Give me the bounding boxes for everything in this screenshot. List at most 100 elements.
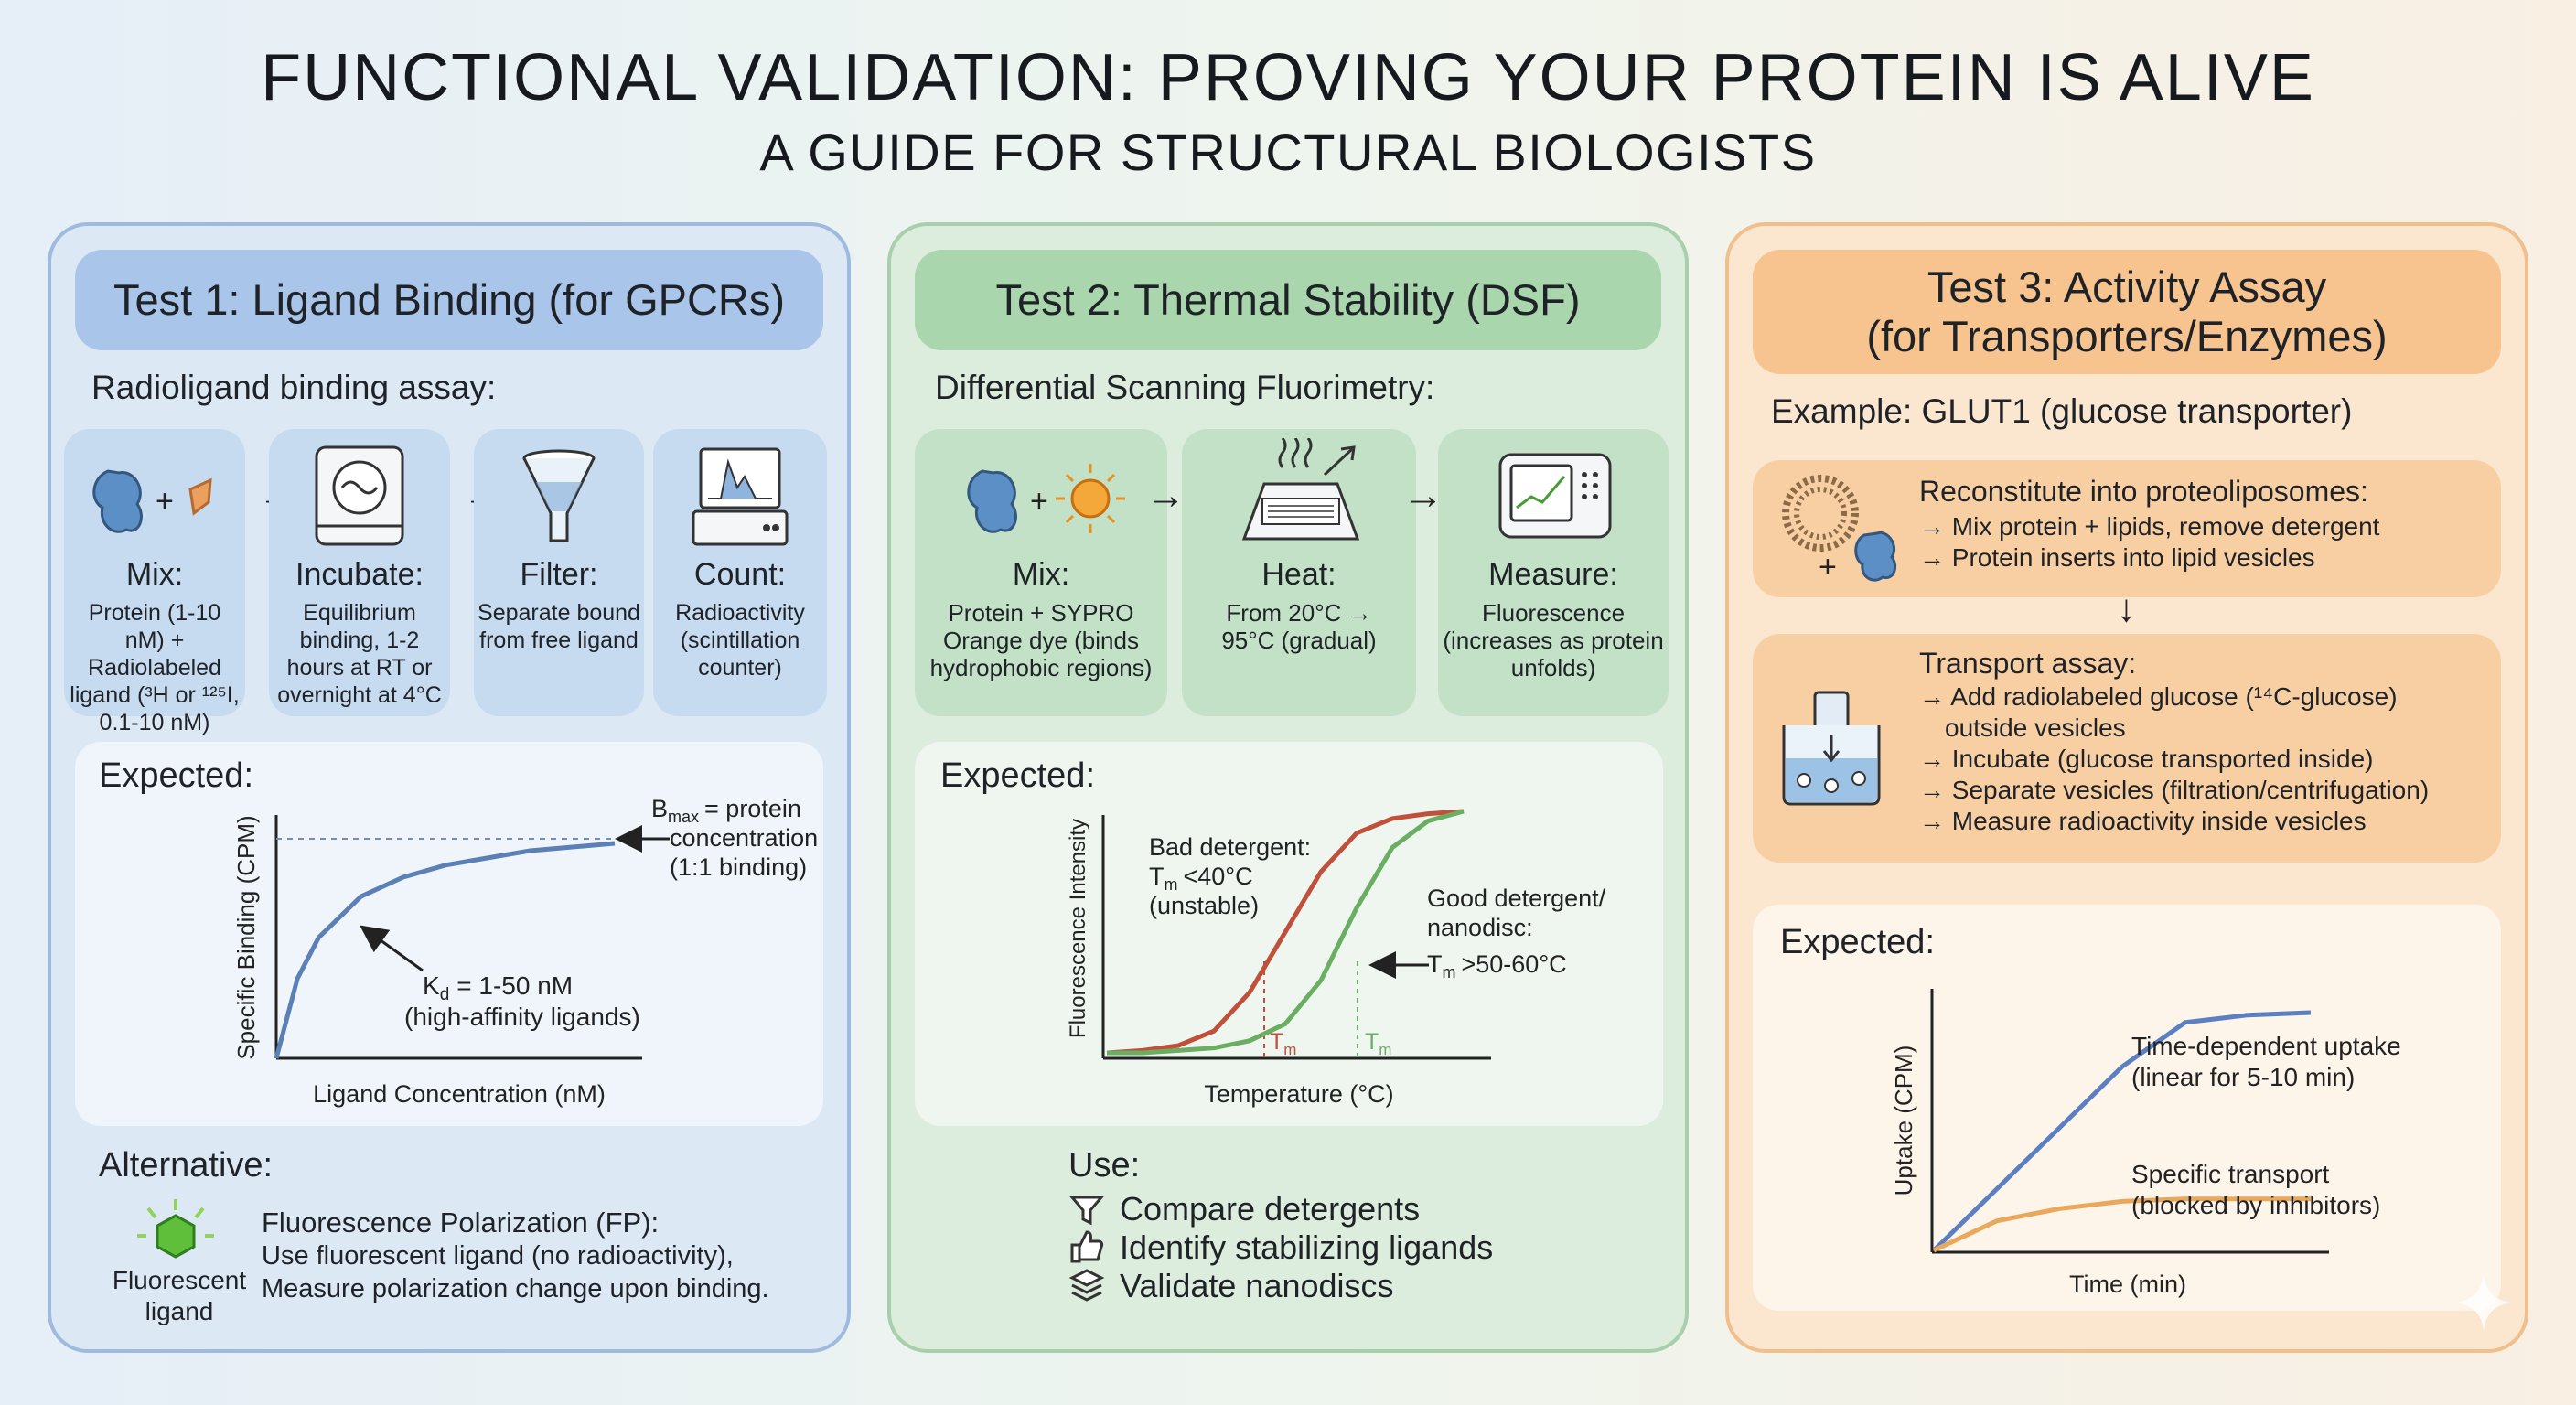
specific-transport-curve [1932, 1196, 2311, 1253]
kd-text: = 1-50 nM [456, 971, 573, 1000]
test2-title: Test 2: Thermal Stability (DSF) [915, 250, 1661, 350]
protein-dye-icon: + [967, 464, 1125, 533]
good-line2: nanodisc: [1427, 914, 1533, 941]
beaker-icon [1782, 691, 1881, 806]
good-tm-text: >50-60°C [1462, 950, 1567, 978]
bad-line3: (unstable) [1149, 892, 1259, 919]
total-line1: Time-dependent uptake [2131, 1032, 2401, 1060]
test1-lead: Radioligand binding assay: [91, 369, 497, 406]
uptake-chart: Uptake (CPM) Time (min) Time-dependent u… [1890, 989, 2401, 1298]
transport-line: → Incubate (glucose transported inside) [1919, 745, 2374, 773]
bmax-text: = protein [704, 795, 801, 822]
step-desc: Radioactivity (scintillation counter) [675, 600, 805, 681]
y-axis-label: Uptake (CPM) [1890, 1046, 1917, 1196]
reconstitute-title: Reconstitute into proteoliposomes: [1919, 475, 2368, 508]
layers-icon [1068, 1269, 1105, 1302]
proteoliposome-icon: + [1782, 475, 1897, 585]
bad-tm-symbol: T [1149, 863, 1165, 890]
transport-line: outside vesicles [1945, 713, 2126, 742]
step-desc: Equilibrium binding, 1-2 hours at RT or … [277, 600, 442, 708]
svg-text:Bmax= protein: Bmax = protein [651, 795, 801, 826]
test2-step-heat: Heat: From 20°C → 95°C (gradual) [1182, 429, 1416, 716]
protein-ligand-icon: + [92, 469, 212, 533]
use-item: Validate nanodiscs [1120, 1267, 1394, 1304]
step-desc: From 20°C → 95°C (gradual) [1221, 599, 1377, 654]
tm-bad-sub: m [1283, 1041, 1296, 1058]
funnel-icon [522, 449, 596, 542]
binding-curve [274, 841, 616, 1059]
melting-curve-chart: Fluorescence Intensity Temperature (°C) … [1066, 809, 1606, 1108]
test3-expected-box: Expected: Uptake (CPM) Time (min) Time-d… [1753, 905, 2501, 1311]
bmax-line2: concentration [670, 824, 818, 852]
thumbs-up-icon [1070, 1230, 1104, 1263]
step-label: Mix: [125, 557, 184, 592]
step-desc: Fluorescence (increases as protein unfol… [1443, 599, 1664, 681]
fp-line1: Use fluorescent ligand (no radioactivity… [262, 1241, 734, 1271]
svg-text:+: + [156, 484, 174, 519]
total-uptake-curve [1932, 1010, 2312, 1252]
step-label: Filter: [520, 557, 598, 592]
test1-expected-box: Expected: Specific Binding (CPM) Ligand … [75, 742, 823, 1126]
step-label: Mix: [1012, 557, 1070, 592]
test2-lead: Differential Scanning Fluorimetry: [935, 369, 1435, 406]
step-label: Heat: [1261, 557, 1336, 592]
good-tm-symbol: T [1427, 950, 1443, 978]
svg-text:Tm: Tm [1270, 1029, 1296, 1058]
step-desc: Separate bound from free ligand [478, 600, 640, 653]
test2-step-measure: Measure: Fluorescence (increases as prot… [1438, 429, 1669, 716]
specific-line2: (blocked by inhibitors) [2131, 1191, 2380, 1219]
x-axis-label: Temperature (°C) [1204, 1080, 1393, 1108]
fluorescent-ligand-label: Fluorescent ligand [112, 1266, 247, 1325]
tm-good-sub: m [1379, 1041, 1391, 1058]
expected-label: Expected: [940, 756, 1095, 795]
test1-step-incubate: Incubate: Equilibrium binding, 1-2 hours… [269, 429, 450, 716]
expected-label: Expected: [1780, 923, 1935, 961]
test1-title: Test 1: Ligand Binding (for GPCRs) [75, 250, 823, 350]
bmax-symbol: B [651, 795, 668, 822]
x-axis-label: Time (min) [2069, 1271, 2186, 1298]
test3-example: Example: GLUT1 (glucose transporter) [1771, 392, 2353, 430]
main-subtitle: A GUIDE FOR STRUCTURAL BIOLOGISTS [759, 123, 1817, 181]
svg-text:Kd= 1-50 nM: Kd= 1-50 nM [423, 971, 573, 1004]
down-arrow-icon: ↓ [2117, 586, 2136, 629]
transport-line: → Measure radioactivity inside vesicles [1919, 807, 2367, 835]
bmax-subscript: max [668, 808, 699, 826]
test3-title-line2: (for Transporters/Enzymes) [1866, 312, 2388, 360]
kd-symbol: K [423, 971, 440, 1000]
y-axis-label: Fluorescence Intensity [1066, 819, 1090, 1038]
plate-reader-icon [1498, 453, 1612, 539]
counter-icon [692, 447, 789, 546]
good-detergent-curve [1107, 809, 1465, 1056]
step-desc: Protein + SYPRO Orange dye (binds hydrop… [929, 599, 1153, 681]
svg-text:Tm: Tm [1365, 1029, 1391, 1058]
good-tm-sub: m [1443, 963, 1456, 981]
transport-title: Transport assay: [1919, 647, 2137, 680]
bmax-line3: (1:1 binding) [670, 853, 807, 881]
fp-line2: Measure polarization change upon binding… [262, 1274, 769, 1303]
step-desc: Protein (1-10 nM) + Radiolabeled ligand … [70, 600, 240, 735]
svg-text:Tm>50-60°C: Tm >50-60°C [1427, 950, 1567, 981]
heater-icon [1241, 438, 1360, 541]
test1-panel: Test 1: Ligand Binding (for GPCRs) Radio… [48, 222, 851, 1353]
kd-arrow [360, 925, 424, 972]
test3-title-line1: Test 3: Activity Assay [1927, 262, 2327, 311]
test1-step-mix: + Mix: Protein (1-10 nM) + Radiolabeled … [64, 429, 245, 735]
test2-step-mix: + Mix: Protein + SYPRO Orange dye (binds… [915, 429, 1167, 716]
step-label: Measure: [1488, 557, 1618, 592]
y-axis-label: Specific Binding (CPM) [232, 815, 260, 1059]
bad-tm-sub: m [1165, 875, 1178, 894]
use-item: Compare detergents [1120, 1190, 1421, 1228]
fp-method: Fluorescence Polarization (FP): [262, 1207, 660, 1239]
test1-step-count: Count: Radioactivity (scintillation coun… [653, 429, 827, 716]
specific-line1: Specific transport [2131, 1160, 2330, 1188]
funnel-icon [1068, 1196, 1105, 1226]
binding-curve-chart: Specific Binding (CPM) Ligand Concentrat… [232, 795, 818, 1108]
main-title: FUNCTIONAL VALIDATION: PROVING YOUR PROT… [261, 41, 2315, 114]
use-item: Identify stabilizing ligands [1120, 1228, 1494, 1266]
step-label: Count: [693, 557, 787, 592]
tm-good-symbol: T [1365, 1029, 1379, 1055]
kd-line2: (high-affinity ligands) [404, 1003, 640, 1031]
expected-label: Expected: [99, 756, 253, 795]
transport-card: Transport assay: → Add radiolabeled gluc… [1753, 634, 2501, 863]
good-line1: Good detergent/ [1427, 885, 1606, 912]
